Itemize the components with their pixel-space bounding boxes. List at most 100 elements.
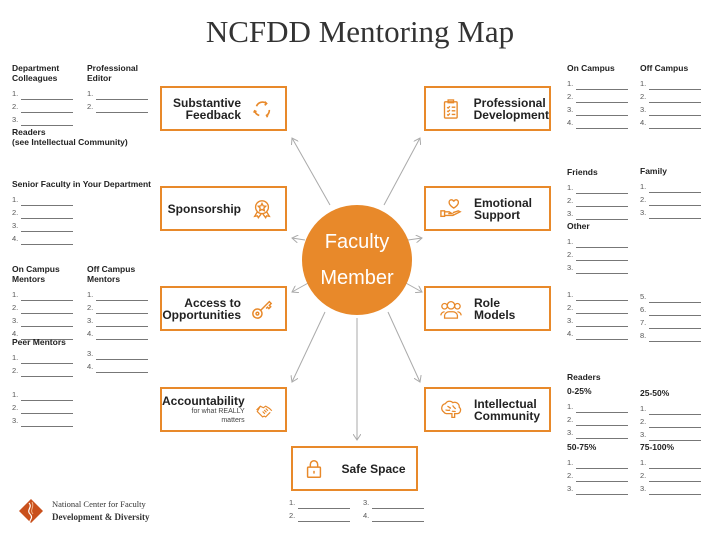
blank-entry[interactable]: 3. xyxy=(12,314,74,327)
blank-line[interactable] xyxy=(576,251,629,261)
blank-entry[interactable]: 1. xyxy=(289,496,351,509)
blank-entry[interactable]: 3. xyxy=(640,206,702,219)
blank-line[interactable] xyxy=(576,330,629,340)
blank-entry[interactable]: 3. xyxy=(567,261,629,274)
blank-entry[interactable]: 1. xyxy=(567,400,629,413)
blank-entry[interactable]: 2. xyxy=(567,469,629,482)
blank-entry[interactable]: 6. xyxy=(640,303,702,316)
blank-line[interactable] xyxy=(576,291,629,301)
blank-entry[interactable]: 4. xyxy=(567,116,629,129)
blank-entry[interactable]: 2. xyxy=(12,100,74,113)
blank-entry[interactable]: 3. xyxy=(640,482,702,495)
blank-entry[interactable]: 4. xyxy=(12,327,74,340)
blank-line[interactable] xyxy=(21,103,74,113)
blank-entry[interactable]: 3. xyxy=(12,113,74,126)
blank-entry[interactable]: 2. xyxy=(289,509,351,522)
blank-entry[interactable]: 2. xyxy=(567,413,629,426)
blank-entry[interactable]: 2. xyxy=(567,301,629,314)
blank-line[interactable] xyxy=(576,429,629,439)
blank-line[interactable] xyxy=(21,330,74,340)
blank-line[interactable] xyxy=(649,459,702,469)
blank-line[interactable] xyxy=(649,418,702,428)
blank-line[interactable] xyxy=(649,293,702,303)
blank-entry[interactable]: 3. xyxy=(567,103,629,116)
blank-entry[interactable]: 2. xyxy=(12,301,74,314)
blank-entry[interactable]: 3. xyxy=(363,496,425,509)
blank-line[interactable] xyxy=(21,235,74,245)
blank-entry[interactable]: 2. xyxy=(640,90,702,103)
blank-line[interactable] xyxy=(576,80,629,90)
blank-line[interactable] xyxy=(576,304,629,314)
blank-entry[interactable]: 1. xyxy=(640,456,702,469)
blank-line[interactable] xyxy=(96,304,149,314)
blank-line[interactable] xyxy=(649,106,702,116)
blank-line[interactable] xyxy=(649,431,702,441)
blank-line[interactable] xyxy=(21,90,74,100)
blank-entry[interactable]: 5. xyxy=(640,290,702,303)
blank-entry[interactable]: 4. xyxy=(363,509,425,522)
blank-entry[interactable]: 1. xyxy=(12,351,74,364)
blank-entry[interactable]: 2. xyxy=(640,469,702,482)
blank-entry[interactable]: 3. xyxy=(567,207,629,220)
blank-entry[interactable]: 2. xyxy=(87,100,149,113)
blank-line[interactable] xyxy=(21,367,74,377)
blank-line[interactable] xyxy=(649,209,702,219)
blank-line[interactable] xyxy=(576,93,629,103)
blank-line[interactable] xyxy=(21,222,74,232)
blank-line[interactable] xyxy=(372,512,425,522)
blank-entry[interactable]: 2. xyxy=(640,193,702,206)
blank-line[interactable] xyxy=(96,103,149,113)
blank-entry[interactable]: 7. xyxy=(640,316,702,329)
blank-entry[interactable]: 3. xyxy=(87,347,149,360)
blank-line[interactable] xyxy=(576,119,629,129)
blank-line[interactable] xyxy=(298,512,351,522)
blank-line[interactable] xyxy=(298,499,351,509)
blank-line[interactable] xyxy=(576,264,629,274)
blank-line[interactable] xyxy=(649,319,702,329)
blank-entry[interactable]: 1. xyxy=(640,402,702,415)
blank-line[interactable] xyxy=(649,183,702,193)
blank-entry[interactable]: 2. xyxy=(12,206,151,219)
blank-line[interactable] xyxy=(21,417,74,427)
blank-entry[interactable]: 1. xyxy=(12,193,151,206)
blank-line[interactable] xyxy=(21,317,74,327)
blank-line[interactable] xyxy=(576,106,629,116)
blank-line[interactable] xyxy=(96,363,149,373)
blank-entry[interactable]: 1. xyxy=(12,288,74,301)
blank-line[interactable] xyxy=(576,317,629,327)
blank-line[interactable] xyxy=(576,210,629,220)
blank-entry[interactable]: 2. xyxy=(567,194,629,207)
blank-entry[interactable]: 3. xyxy=(12,219,151,232)
blank-line[interactable] xyxy=(649,485,702,495)
blank-entry[interactable]: 2. xyxy=(640,415,702,428)
blank-entry[interactable]: 3. xyxy=(12,414,74,427)
blank-entry[interactable]: 1. xyxy=(567,235,629,248)
blank-line[interactable] xyxy=(576,197,629,207)
blank-line[interactable] xyxy=(96,291,149,301)
blank-line[interactable] xyxy=(21,291,74,301)
blank-line[interactable] xyxy=(649,80,702,90)
blank-line[interactable] xyxy=(649,196,702,206)
blank-line[interactable] xyxy=(576,416,629,426)
blank-line[interactable] xyxy=(649,472,702,482)
blank-line[interactable] xyxy=(96,90,149,100)
blank-line[interactable] xyxy=(21,404,74,414)
blank-entry[interactable]: 1. xyxy=(567,456,629,469)
blank-entry[interactable]: 1. xyxy=(640,180,702,193)
blank-line[interactable] xyxy=(649,405,702,415)
blank-entry[interactable]: 4. xyxy=(87,360,149,373)
blank-entry[interactable]: 4. xyxy=(87,327,149,340)
blank-entry[interactable]: 2. xyxy=(567,90,629,103)
blank-line[interactable] xyxy=(649,332,702,342)
blank-line[interactable] xyxy=(21,196,74,206)
blank-entry[interactable]: 3. xyxy=(640,428,702,441)
blank-entry[interactable]: 1. xyxy=(640,77,702,90)
blank-line[interactable] xyxy=(576,459,629,469)
blank-line[interactable] xyxy=(21,116,74,126)
blank-entry[interactable]: 2. xyxy=(12,401,74,414)
blank-line[interactable] xyxy=(96,317,149,327)
blank-line[interactable] xyxy=(576,184,629,194)
blank-entry[interactable]: 3. xyxy=(567,482,629,495)
blank-entry[interactable]: 4. xyxy=(640,116,702,129)
blank-entry[interactable]: 1. xyxy=(87,87,149,100)
